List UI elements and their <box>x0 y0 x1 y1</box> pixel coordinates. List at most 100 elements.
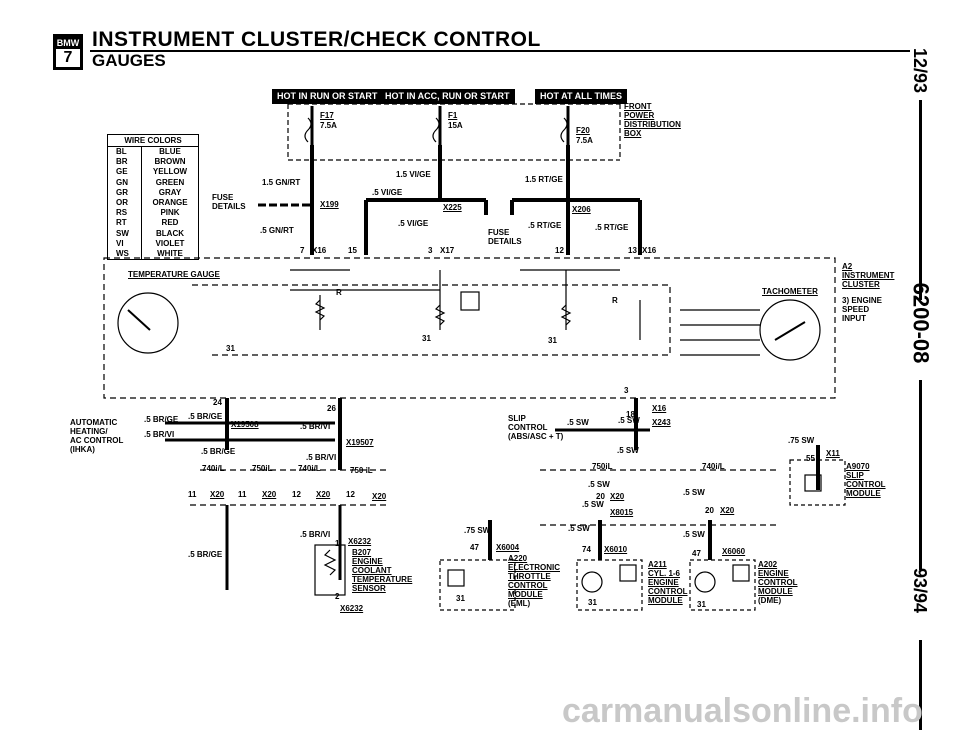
connector-label: X17 <box>440 246 455 255</box>
temperature-gauge-label: TEMPERATURE GAUGE <box>128 270 220 279</box>
variant-label: 750iL <box>592 462 613 471</box>
pin-label: 55 <box>806 454 815 463</box>
wire-label: .5 BR/GE <box>188 412 223 421</box>
wire-label: .5 RT/GE <box>595 223 629 232</box>
fuse-f17-label: F17 <box>320 111 334 120</box>
connector-label: X16 <box>312 246 327 255</box>
wire-vi-ge-split <box>364 198 488 255</box>
wire-label: .5 BR/VI <box>144 430 175 439</box>
variant-label: 740i/L <box>702 462 725 471</box>
fuse-f20 <box>560 117 568 143</box>
connector-label: X6232 <box>340 604 364 613</box>
fuse-f1-rating: 15A <box>448 121 463 130</box>
wire-label: .5 SW <box>582 500 604 509</box>
wire-colors-title: WIRE COLORS <box>108 135 198 147</box>
pin-label: 12 <box>292 490 301 499</box>
connector-label: X16 <box>652 404 667 413</box>
ground-label: 31 <box>588 598 597 607</box>
connector-label: X20 <box>316 490 331 499</box>
a9070-slip-control-module-label: A9070 SLIP CONTROL MODULE <box>846 462 886 498</box>
pin-label: 13 <box>628 246 637 255</box>
hot-tag-acc-run-start: HOT IN ACC, RUN OR START <box>380 89 515 104</box>
side-rule-top <box>919 100 922 300</box>
pin-label: 12 <box>555 246 564 255</box>
title-divider <box>90 50 910 52</box>
a220-eml-module-label: A220 ELECTRONIC THROTTLE CONTROL MODULE … <box>508 554 560 608</box>
pin-label: 20 <box>705 506 714 515</box>
a9070-module-box <box>789 459 846 506</box>
connector-label: X6004 <box>496 543 520 552</box>
wire-sw-engine <box>488 520 712 560</box>
a202-gauge-symbol <box>694 571 716 593</box>
fuse-f17 <box>304 117 312 143</box>
wire-label: .5 VI/GE <box>398 219 429 228</box>
temperature-gauge-dial <box>117 292 179 354</box>
pin-label: 74 <box>582 545 591 554</box>
a211-icon <box>619 564 637 582</box>
wire-rt-ge-split <box>510 198 642 255</box>
wire-to-sensor <box>225 505 342 590</box>
bmw-logo: BMW 7 <box>53 34 83 70</box>
a2-instrument-cluster-label: A2 INSTRUMENT CLUSTER <box>842 262 895 289</box>
pin-label: 12 <box>346 490 355 499</box>
fuse-f1 <box>432 117 440 143</box>
wire-label: .5 BR/GE <box>144 415 179 424</box>
pin-label: 3 <box>624 386 629 395</box>
a211-module-box <box>576 559 643 611</box>
wire-label: .5 BR/GE <box>201 447 236 456</box>
ground-label: 31 <box>548 336 557 345</box>
side-rule-mid <box>919 380 922 570</box>
bmw-series-number: 7 <box>63 49 73 66</box>
a220-module-box <box>439 559 516 611</box>
connector-label: X225 <box>443 203 462 212</box>
cluster-internal-wiring <box>290 269 620 300</box>
wire-label: 1.5 VI/GE <box>396 170 431 179</box>
variant-label: 740i/L <box>298 464 321 473</box>
variant-label: 750iL <box>252 464 273 473</box>
connector-label: X6010 <box>604 545 628 554</box>
pin-label: 1 <box>335 539 340 548</box>
wire-label: .5 BR/VI <box>300 422 331 431</box>
wire-label: .5 SW <box>568 524 590 533</box>
cluster-inner-outline <box>192 284 671 356</box>
pin-label: 20 <box>596 492 605 501</box>
connector-label: X20 <box>262 490 277 499</box>
variant-box <box>190 469 390 506</box>
pin-label: 3 <box>428 246 433 255</box>
connector-label: X20 <box>210 490 225 499</box>
fuse-f17-rating: 7.5A <box>320 121 337 130</box>
pin-label: 24 <box>213 398 222 407</box>
fuse-f20-rating: 7.5A <box>576 136 593 145</box>
pin-label: R <box>612 296 618 305</box>
connector-label: X206 <box>572 205 591 214</box>
instrument-cluster-outline <box>103 257 836 399</box>
pin-label: R <box>336 288 342 297</box>
connector-label: X6060 <box>722 547 746 556</box>
pin-label: 26 <box>327 404 336 413</box>
ground-label: 31 <box>456 594 465 603</box>
hot-tag-run-start: HOT IN RUN OR START <box>272 89 383 104</box>
fuse-f1-label: F1 <box>448 111 458 120</box>
connector-label: X16 <box>642 246 657 255</box>
wire-label: .5 SW <box>588 480 610 489</box>
a202-icon <box>732 564 750 582</box>
page-subtitle: GAUGES <box>92 51 166 70</box>
wire-label: .5 GN/RT <box>260 226 294 235</box>
fuse-f20-label: F20 <box>576 126 590 135</box>
bmw-logo-text: BMW <box>56 37 80 49</box>
